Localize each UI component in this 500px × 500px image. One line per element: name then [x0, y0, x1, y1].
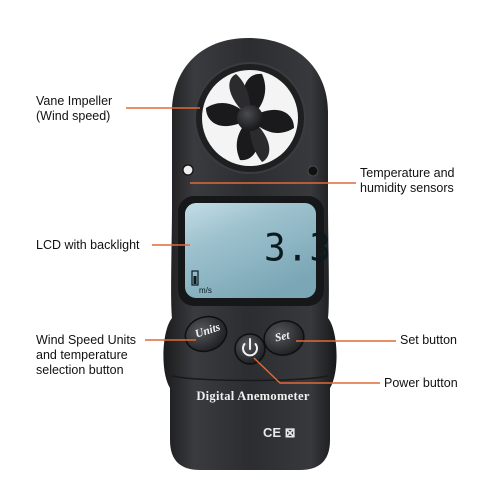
callout-lines	[126, 107, 396, 384]
label-line: Power button	[384, 376, 458, 390]
label-line: (Wind speed)	[36, 109, 111, 123]
label-lcd: LCD with backlight	[36, 238, 140, 253]
label-units-button: Wind Speed Units and temperature selecti…	[36, 333, 136, 378]
sensor-hole-left	[182, 164, 194, 176]
label-line: Vane Impeller	[36, 94, 113, 108]
label-line: humidity sensors	[360, 181, 454, 195]
lcd-reading: 3.3	[264, 226, 333, 271]
label-line: LCD with backlight	[36, 238, 140, 252]
set-button-shape	[263, 320, 305, 356]
label-vane-impeller: Vane Impeller (Wind speed)	[36, 94, 112, 124]
sensor-hole-right	[307, 165, 319, 177]
lcd-unit: m/s	[199, 286, 212, 295]
certification-marks: CE ⊠	[263, 425, 296, 440]
label-power-button: Power button	[384, 376, 458, 391]
label-line: and temperature	[36, 348, 128, 362]
brand-name: Digital Anemometer	[196, 389, 310, 403]
power-icon	[242, 338, 258, 357]
lcd-screen	[185, 203, 316, 298]
label-line: selection button	[36, 363, 124, 377]
label-set-button: Set button	[400, 333, 457, 348]
battery-icon	[191, 270, 199, 286]
label-line: Wind Speed Units	[36, 333, 137, 347]
impeller-hub	[237, 105, 263, 131]
label-line: Set button	[400, 333, 457, 347]
label-temperature-sensors: Temperature and humidity sensors	[360, 166, 455, 196]
label-line: Temperature and	[360, 166, 455, 180]
